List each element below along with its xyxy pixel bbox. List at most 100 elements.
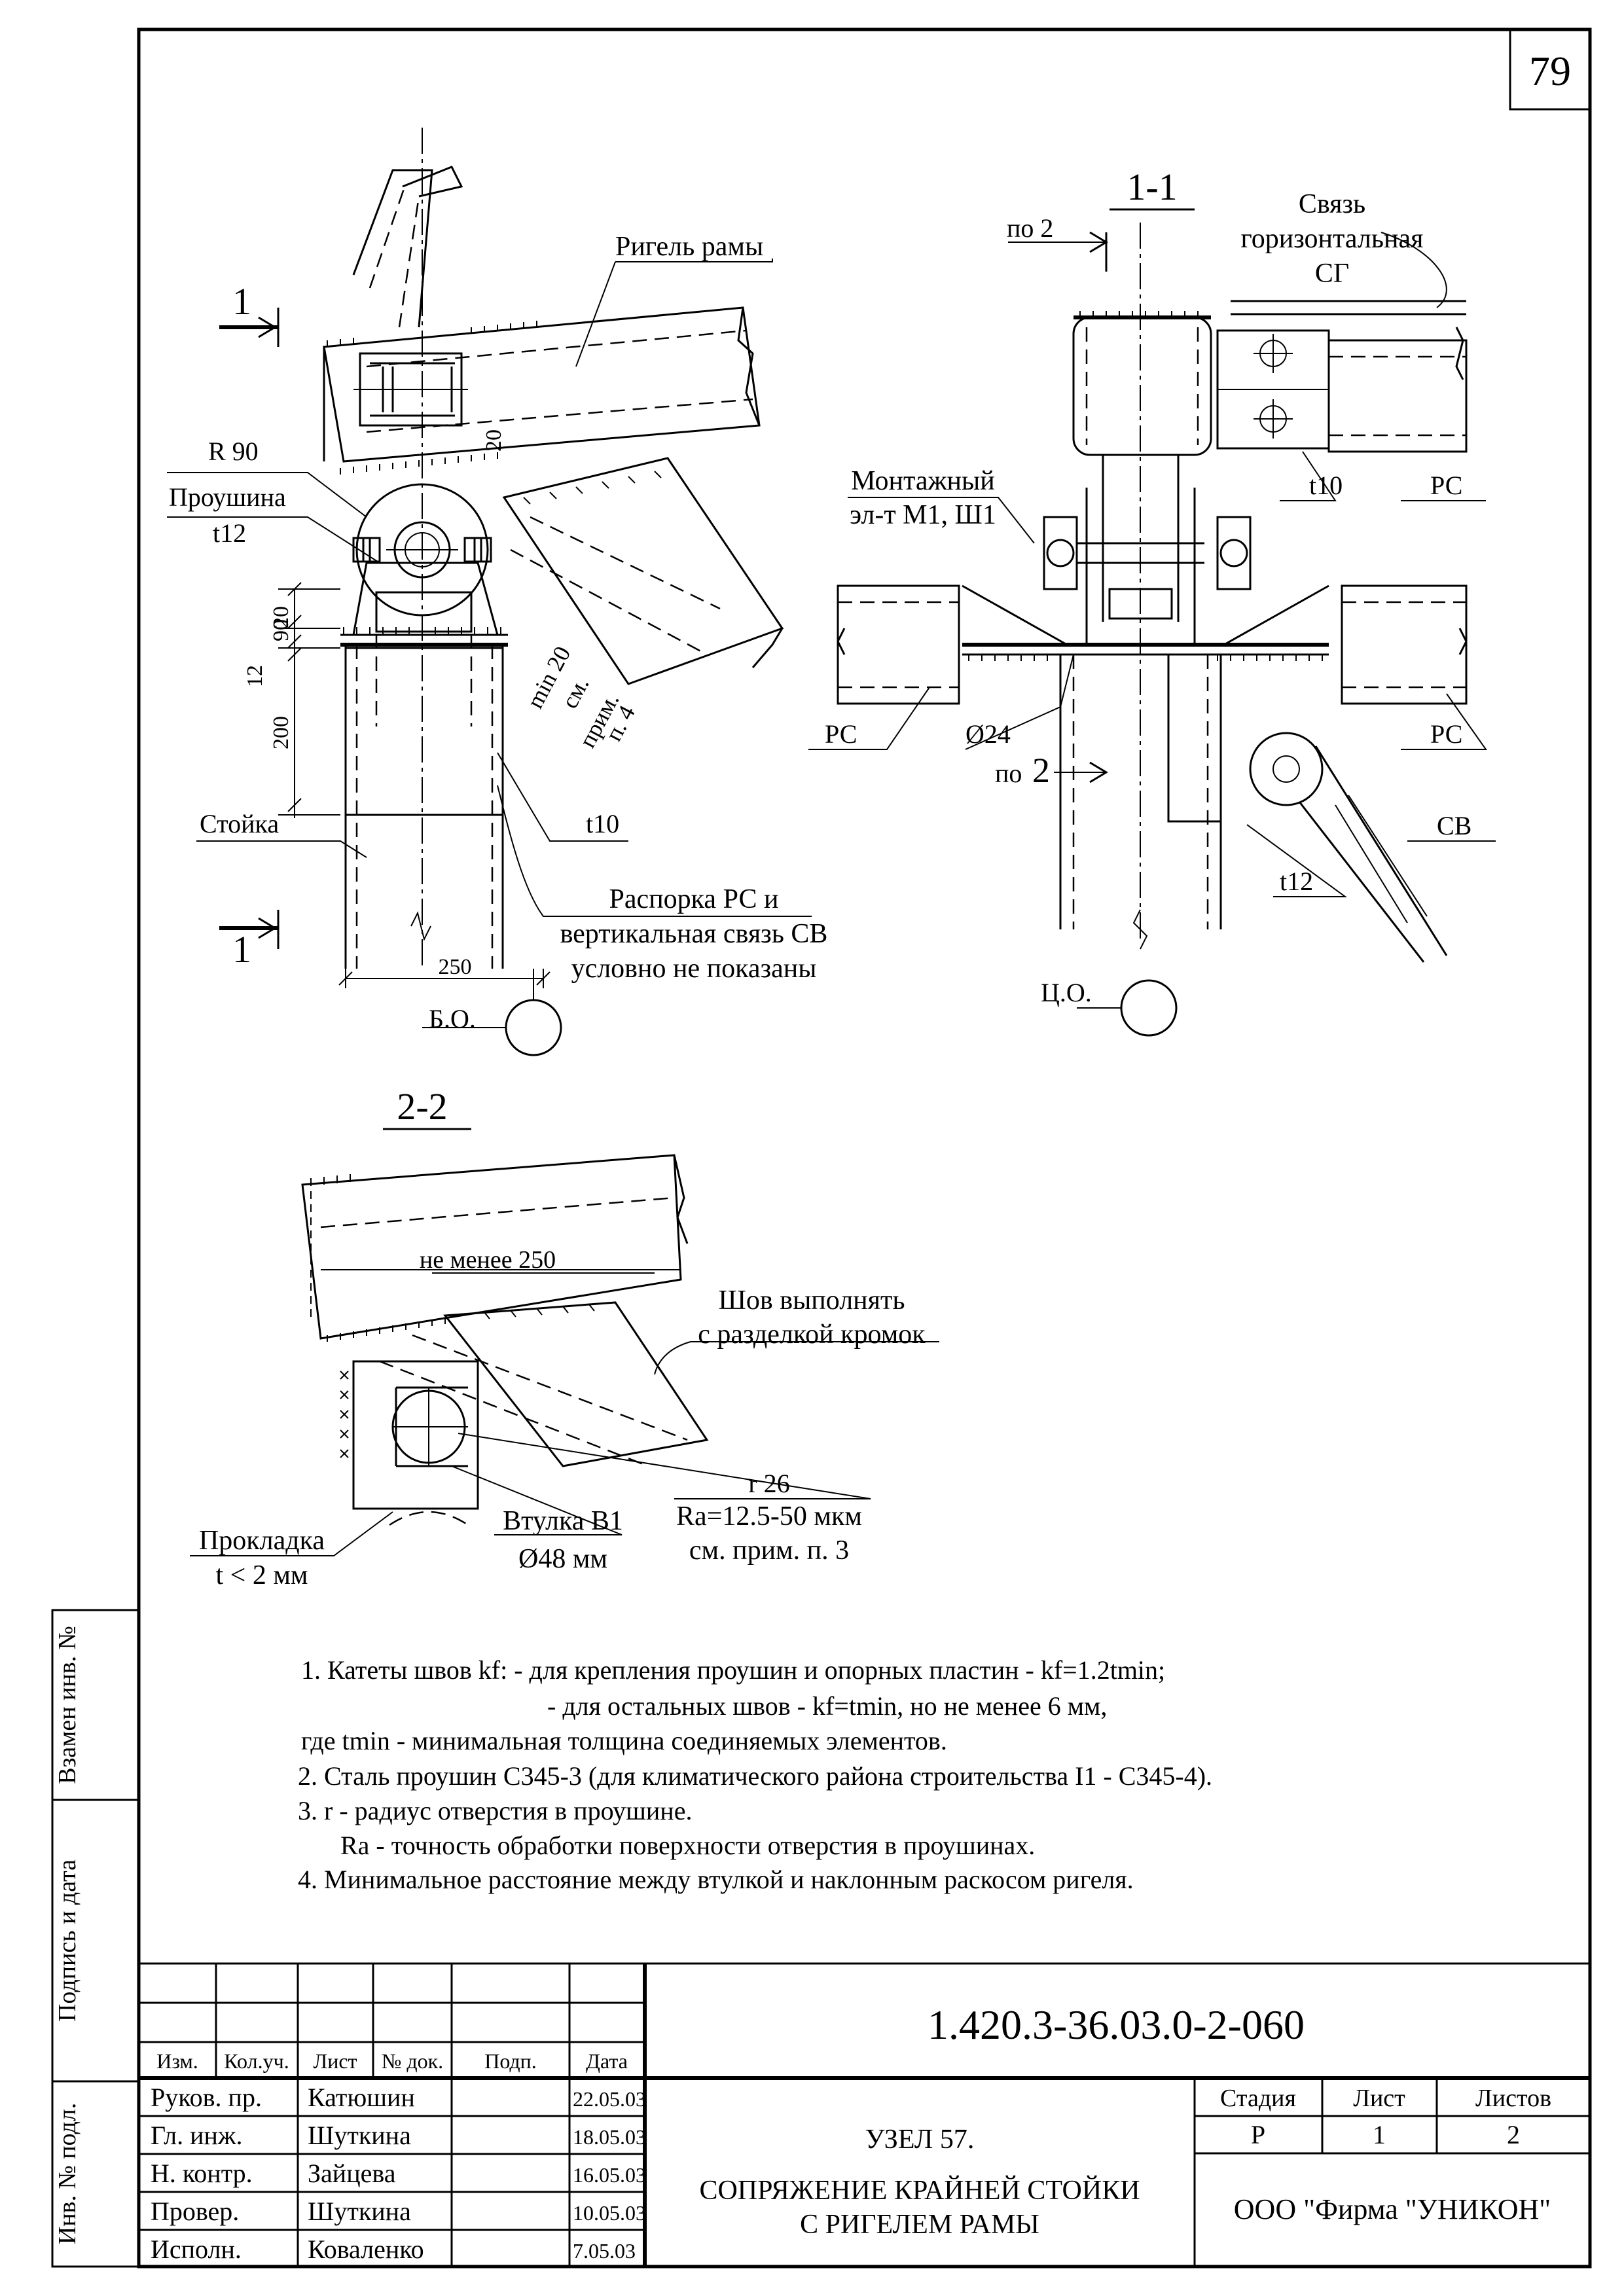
label-bracing-3: СГ (1315, 259, 1349, 289)
note-line: где tmin - минимальная толщина соединяем… (301, 1726, 947, 1755)
note-line: 1. Катеты швов kf: - для крепления проуш… (301, 1655, 1165, 1685)
sig-role: Провер. (151, 2197, 239, 2226)
label-sv: СВ (1437, 811, 1471, 840)
stamp-inv-orig: Инв. № подл. (54, 2103, 81, 2245)
label-lug: Проушина (169, 482, 286, 512)
sheets-label: Листов (1475, 2085, 1551, 2112)
label-column: Стойка (200, 809, 279, 838)
sheets-value: 2 (1507, 2120, 1520, 2149)
stage-label: Стадия (1220, 2085, 1296, 2112)
sig-role: Н. контр. (151, 2159, 253, 2188)
dim-20-rigel: 20 (482, 429, 506, 452)
hdr-doc: № док. (382, 2049, 443, 2073)
notes: 1. Катеты швов kf: - для крепления проуш… (298, 1655, 1212, 1894)
dim-12: 12 (243, 665, 267, 687)
sig-date: 10.05.03 (573, 2201, 646, 2225)
sig-name: Зайцева (308, 2159, 396, 2188)
company-name: ООО "Фирма "УНИКОН" (1234, 2193, 1551, 2225)
sheet-number-box: 79 (1509, 28, 1591, 111)
sig-role: Исполн. (151, 2234, 242, 2264)
label-bracing-2: горизонтальная (1241, 224, 1424, 254)
label-t12: t12 (1280, 867, 1313, 896)
main-view: 1 1 Ригель рамы R 90 Проушина (167, 128, 828, 1056)
label-po-num: 2 (1032, 751, 1050, 790)
section-2-2: 2-2 не менее 250 Шов выполнять с разделк… (190, 1085, 939, 1590)
hdr-sign: Подп. (484, 2049, 537, 2073)
note-line: 3. r - радиус отверстия в проушине. (298, 1796, 692, 1825)
sig-name: Шуткина (308, 2121, 411, 2150)
dim-90: 90 (269, 619, 293, 641)
sheet-label: Лист (1353, 2085, 1405, 2112)
axis-label-bo: Б.О. (429, 1004, 476, 1033)
sig-role: Руков. пр. (151, 2083, 262, 2112)
label-pad-1: Прокладка (199, 1526, 325, 1556)
drawing-title-2: СОПРЯЖЕНИЕ КРАЙНЕЙ СТОЙКИ (699, 2176, 1140, 2206)
axis-bubble-bo (505, 999, 562, 1056)
sig-name: Коваленко (308, 2234, 424, 2264)
hdr-kol: Кол.уч. (224, 2049, 289, 2073)
label-bracing-1: Связь (1299, 189, 1365, 219)
sig-name: Шуткина (308, 2197, 411, 2226)
label-po: по (995, 759, 1022, 788)
sig-date: 22.05.03 (573, 2087, 646, 2111)
label-ra: Ra=12.5-50 мкм (676, 1501, 862, 1532)
note-line: - для остальных швов - kf=tmin, но не ме… (547, 1691, 1107, 1721)
dim-250: 250 (439, 955, 472, 979)
label-pad-2: t < 2 мм (215, 1560, 308, 1590)
note-line: 2. Сталь проушин С345-3 (для климатическ… (298, 1761, 1212, 1791)
label-lug-thickness: t12 (213, 518, 246, 548)
label-t10: t10 (1309, 471, 1343, 500)
label-radius: R 90 (208, 437, 259, 466)
label-plate: t10 (586, 809, 619, 838)
dim-20: 20 (269, 606, 293, 628)
section-2-2-title: 2-2 (397, 1085, 447, 1128)
hdr-date: Дата (586, 2049, 628, 2073)
sheet-number: 79 (1529, 48, 1571, 94)
sheet-frame (137, 27, 1592, 2269)
note-line: 4. Минимальное расстояние между втулкой … (298, 1865, 1134, 1894)
section-1-1-po2-top: по 2 (1007, 213, 1053, 243)
note-line: Ra - точность обработки поверхности отве… (340, 1831, 1035, 1860)
sig-date: 7.05.03 (573, 2239, 636, 2263)
label-strut-1: Распорка РС и (609, 884, 779, 914)
section-1-1: 1-1 по 2 (808, 166, 1496, 1037)
doc-code: 1.420.3-36.03.0-2-060 (928, 2001, 1305, 2048)
label-r26: r 26 (748, 1469, 789, 1498)
label-mount-2: эл-т М1, Ш1 (850, 500, 996, 530)
label-bush-1: Втулка В1 (503, 1506, 623, 1536)
axis-label-co: Ц.О. (1041, 978, 1092, 1007)
title-block: 1.420.3-36.03.0-2-060 Изм. Кол.уч. Лист … (137, 1962, 1591, 2268)
drawing-title-1: УЗЕЛ 57. (865, 2125, 975, 2155)
label-bush-2: Ø48 мм (518, 1544, 607, 1574)
axis-bubble-co (1120, 979, 1178, 1037)
drawing-title-3: С РИГЕЛЕМ РАМЫ (800, 2210, 1039, 2240)
dim-200: 200 (269, 716, 293, 749)
stamp-replace-inv: Взамен инв. № (54, 1626, 81, 1784)
label-rs-left: РС (825, 719, 857, 749)
label-weld-2: с разделкой кромок (698, 1319, 926, 1350)
section-mark-bottom: 1 (232, 928, 251, 971)
label-mount-1: Монтажный (851, 466, 994, 496)
sig-date: 16.05.03 (573, 2163, 646, 2187)
label-strut-2: вертикальная связь СВ (560, 919, 828, 949)
side-stamp: Взамен инв. № Подпись и дата Инв. № подл… (51, 1609, 140, 2268)
label-weld-1: Шов выполнять (719, 1285, 905, 1316)
stamp-sign-date: Подпись и дата (54, 1859, 81, 2022)
label-hole: Ø24 (965, 719, 1011, 749)
hdr-list: Лист (313, 2049, 357, 2073)
sig-role: Гл. инж. (151, 2121, 243, 2150)
sig-date: 18.05.03 (573, 2125, 646, 2149)
label-note3: см. прим. п. 3 (689, 1535, 849, 1566)
label-rigel: Ригель рамы (615, 232, 763, 262)
label-strut-3: условно не показаны (571, 954, 817, 984)
label-min250: не менее 250 (420, 1246, 556, 1274)
label-rs-right-top: РС (1430, 471, 1462, 500)
stage-value: Р (1251, 2120, 1265, 2149)
section-mark-top: 1 (232, 280, 251, 323)
sig-name: Катюшин (308, 2083, 415, 2112)
hdr-izm: Изм. (156, 2049, 198, 2073)
label-rs-right: РС (1430, 719, 1462, 749)
sheet-value: 1 (1373, 2120, 1386, 2149)
section-1-1-title: 1-1 (1127, 166, 1177, 208)
